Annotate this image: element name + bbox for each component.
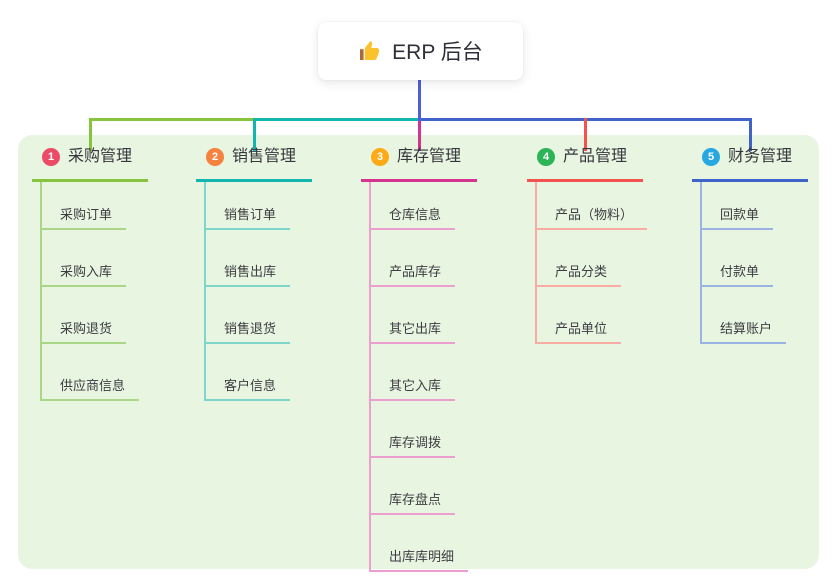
child-node-5-3[interactable]: 结算账户 — [702, 287, 787, 344]
child-node-3-6[interactable]: 库存盘点 — [371, 458, 456, 515]
child-node-4-1[interactable]: 产品（物料） — [537, 182, 648, 230]
branch-number-badge: 1 — [42, 148, 60, 166]
branch-5: 5 财务管理回款单付款单结算账户 — [692, 144, 809, 344]
child-label: 产品分类 — [555, 264, 608, 279]
branch-4: 4 产品管理产品（物料） 产品分类产品单位 — [527, 144, 648, 344]
child-label: 结算账户 — [720, 321, 773, 336]
child-node-4-3[interactable]: 产品单位 — [537, 287, 622, 344]
branch-number-badge: 4 — [537, 148, 555, 166]
root-node[interactable]: ERP 后台 — [318, 22, 523, 80]
branch-2: 2 销售管理销售订单销售出库销售退货客户信息 — [196, 144, 313, 401]
branch-children-2: 销售订单销售出库销售退货客户信息 — [204, 182, 291, 401]
child-node-2-4[interactable]: 客户信息 — [206, 344, 291, 401]
trunk-segment-middle — [254, 118, 419, 121]
child-node-5-2[interactable]: 付款单 — [702, 230, 774, 287]
child-node-1-3[interactable]: 采购退货 — [42, 287, 127, 344]
branch-drop-line-5 — [748, 118, 752, 151]
child-label: 采购订单 — [60, 207, 113, 222]
branch-1: 1 采购管理采购订单采购入库采购退货供应商信息 — [32, 144, 149, 401]
branch-label: 库存管理 — [397, 148, 462, 165]
branches-panel — [18, 135, 819, 569]
branch-children-5: 回款单付款单结算账户 — [700, 182, 787, 344]
branch-label: 财务管理 — [728, 148, 793, 165]
child-node-1-4[interactable]: 供应商信息 — [42, 344, 140, 401]
child-node-3-7[interactable]: 出库库明细 — [371, 515, 469, 572]
child-node-3-2[interactable]: 产品库存 — [371, 230, 456, 287]
child-node-2-2[interactable]: 销售出库 — [206, 230, 291, 287]
child-label: 回款单 — [720, 207, 760, 222]
branch-label: 产品管理 — [563, 148, 628, 165]
child-node-3-1[interactable]: 仓库信息 — [371, 182, 456, 230]
branch-3: 3 库存管理仓库信息产品库存其它出库其它入库库存调拨库存盘点出库库明细 — [361, 144, 478, 572]
branch-title-5[interactable]: 5 财务管理 — [692, 144, 809, 182]
child-label: 其它出库 — [389, 321, 442, 336]
child-node-3-5[interactable]: 库存调拨 — [371, 401, 456, 458]
child-label: 其它入库 — [389, 378, 442, 393]
child-label: 销售退货 — [224, 321, 277, 336]
child-node-5-1[interactable]: 回款单 — [702, 182, 774, 230]
child-label: 采购入库 — [60, 264, 113, 279]
child-label: 客户信息 — [224, 378, 277, 393]
child-label: 库存盘点 — [389, 492, 442, 507]
branch-number-badge: 2 — [206, 148, 224, 166]
branch-title-2[interactable]: 2 销售管理 — [196, 144, 313, 182]
child-label: 销售订单 — [224, 207, 277, 222]
thumbs-up-icon — [360, 41, 380, 60]
branch-label: 采购管理 — [68, 148, 133, 165]
child-label: 产品（物料） — [555, 207, 634, 222]
branch-drop-line-1 — [88, 118, 92, 151]
child-node-3-3[interactable]: 其它出库 — [371, 287, 456, 344]
child-node-2-1[interactable]: 销售订单 — [206, 182, 291, 230]
branch-children-3: 仓库信息产品库存其它出库其它入库库存调拨库存盘点出库库明细 — [369, 182, 469, 572]
child-node-1-1[interactable]: 采购订单 — [42, 182, 127, 230]
child-label: 产品库存 — [389, 264, 442, 279]
branch-title-4[interactable]: 4 产品管理 — [527, 144, 644, 182]
branch-label: 销售管理 — [232, 148, 297, 165]
child-node-2-3[interactable]: 销售退货 — [206, 287, 291, 344]
child-label: 采购退货 — [60, 321, 113, 336]
child-label: 产品单位 — [555, 321, 608, 336]
root-connector-line — [417, 80, 421, 121]
child-node-4-2[interactable]: 产品分类 — [537, 230, 622, 287]
branch-title-3[interactable]: 3 库存管理 — [361, 144, 478, 182]
branch-drop-line-3 — [417, 121, 421, 151]
child-label: 库存调拨 — [389, 435, 442, 450]
child-label: 出库库明细 — [389, 549, 455, 564]
child-label: 仓库信息 — [389, 207, 442, 222]
branch-number-badge: 3 — [371, 148, 389, 166]
child-label: 供应商信息 — [60, 378, 126, 393]
branch-number-badge: 5 — [702, 148, 720, 166]
child-node-3-4[interactable]: 其它入库 — [371, 344, 456, 401]
branch-children-1: 采购订单采购入库采购退货供应商信息 — [40, 182, 140, 401]
branch-drop-line-2 — [252, 118, 256, 151]
child-label: 销售出库 — [224, 264, 277, 279]
root-title: ERP 后台 — [392, 41, 483, 64]
branch-title-1[interactable]: 1 采购管理 — [32, 144, 149, 182]
branch-children-4: 产品（物料） 产品分类产品单位 — [535, 182, 648, 344]
child-label: 付款单 — [720, 264, 760, 279]
child-node-1-2[interactable]: 采购入库 — [42, 230, 127, 287]
trunk-segment-left — [88, 118, 254, 121]
branch-drop-line-4 — [583, 118, 587, 151]
